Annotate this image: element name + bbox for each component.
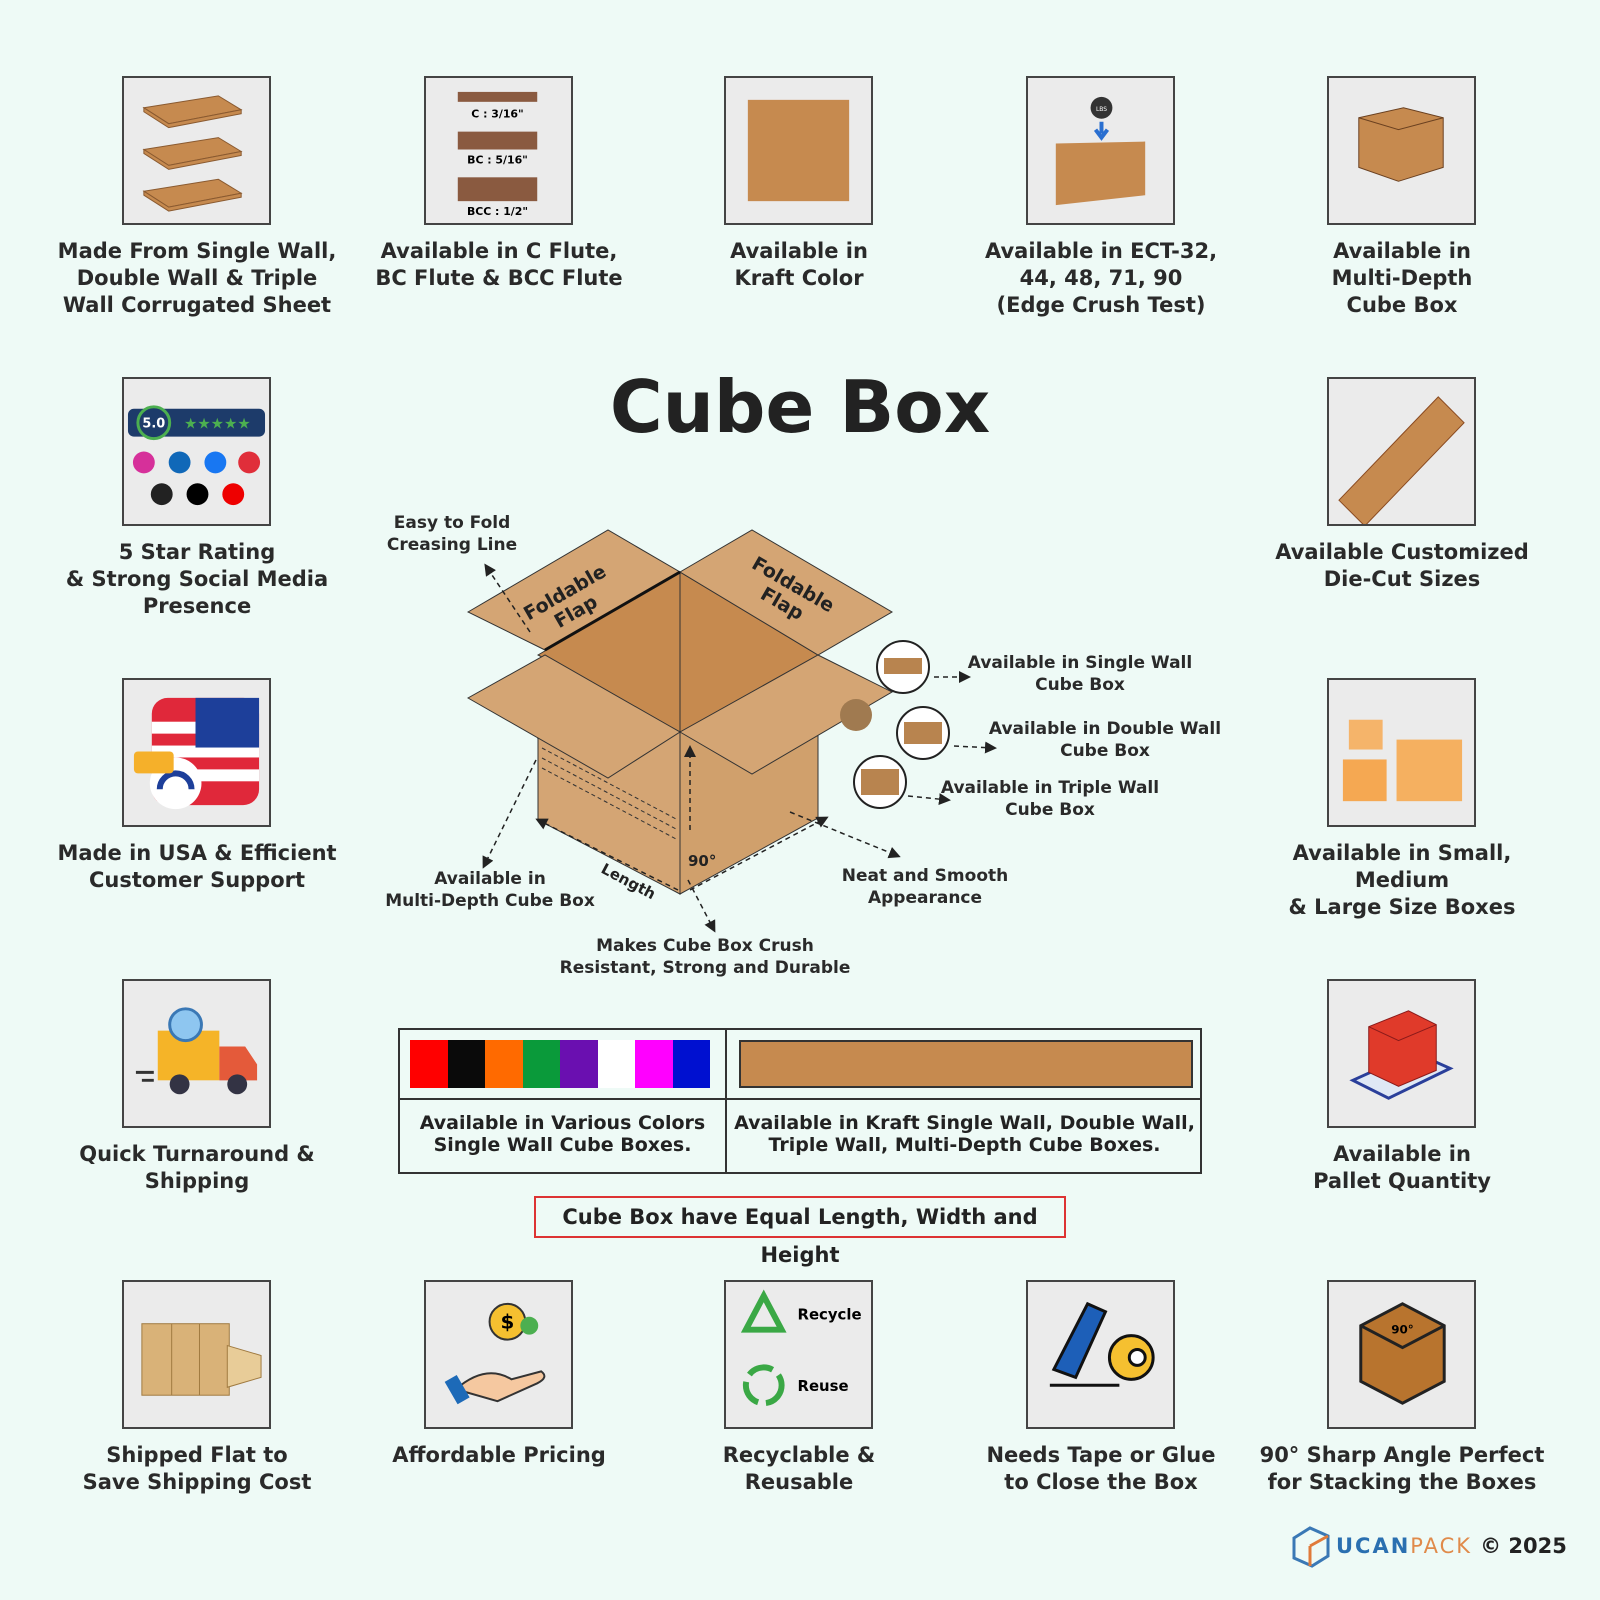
color-swatch — [447, 1040, 485, 1088]
feature-label: Affordable Pricing — [392, 1443, 606, 1467]
multi-depth-box-icon — [1327, 76, 1476, 225]
stacked-sheets-icon — [122, 76, 271, 225]
svg-text:BC : 5/16": BC : 5/16" — [467, 153, 528, 166]
ucanpack-logo-icon — [1292, 1526, 1330, 1568]
feature-label: Quick Turnaround &Shipping — [79, 1142, 315, 1193]
color-swatch — [672, 1040, 710, 1088]
edge-crush-test-icon: LBS — [1026, 76, 1175, 225]
delivery-truck-icon — [122, 979, 271, 1128]
front-right-flap — [678, 654, 894, 775]
svg-text:★★★★★: ★★★★★ — [184, 415, 251, 433]
svg-text:5.0: 5.0 — [142, 417, 165, 432]
svg-text:$: $ — [501, 1311, 515, 1334]
svg-text:C : 3/16": C : 3/16" — [471, 108, 523, 121]
equal-dimensions-note: Cube Box have Equal Length, Width and He… — [534, 1196, 1066, 1267]
feature-label: Made From Single Wall,Double Wall & Trip… — [57, 239, 337, 317]
pricing-hand-icon: $ — [424, 1280, 573, 1429]
feature-label: Available in Small, Medium& Large Size B… — [1288, 841, 1516, 919]
kraft-swatch-icon — [724, 76, 873, 225]
feature-label: Recyclable &Reusable — [722, 1443, 876, 1494]
color-swatch — [560, 1040, 598, 1088]
svg-text:Recycle: Recycle — [798, 1306, 862, 1324]
kraft-walls-text: Available in Kraft Single Wall, Double W… — [734, 1112, 1195, 1156]
color-swatch — [597, 1040, 635, 1088]
flute-types-icon: C : 3/16" BC : 5/16" BCC : 1/2" — [424, 76, 573, 225]
right-angle-box-icon: 90° — [1327, 1280, 1476, 1429]
color-swatch — [635, 1040, 673, 1088]
rating-social-icon: 5.0 ★★★★★ — [122, 377, 271, 526]
right-flap — [679, 529, 893, 656]
flat-boxes-icon — [122, 1280, 271, 1429]
svg-text:BCC : 1/2": BCC : 1/2" — [467, 205, 528, 218]
tape-glue-icon — [1026, 1280, 1175, 1429]
svg-text:Reuse: Reuse — [798, 1377, 849, 1395]
svg-text:90°: 90° — [1391, 1323, 1414, 1337]
svg-text:LBS: LBS — [1096, 106, 1107, 113]
page-title: Cube Box — [609, 365, 991, 449]
kraft-color-swatch — [739, 1040, 1193, 1088]
color-swatch — [522, 1040, 560, 1088]
color-swatch — [410, 1040, 448, 1088]
feature-label: Available in ECT-32,44, 48, 71, 90(Edge … — [984, 239, 1218, 317]
size-boxes-icon — [1327, 678, 1476, 827]
pallet-box-icon — [1327, 979, 1476, 1128]
angle-label: 90° — [688, 852, 716, 870]
usa-flag-support-icon — [122, 678, 271, 827]
die-cut-icon — [1327, 377, 1476, 527]
color-swatch — [485, 1040, 523, 1088]
feature-label: Available in C Flute,BC Flute & BCC Flut… — [375, 239, 623, 290]
box-body — [466, 529, 950, 895]
